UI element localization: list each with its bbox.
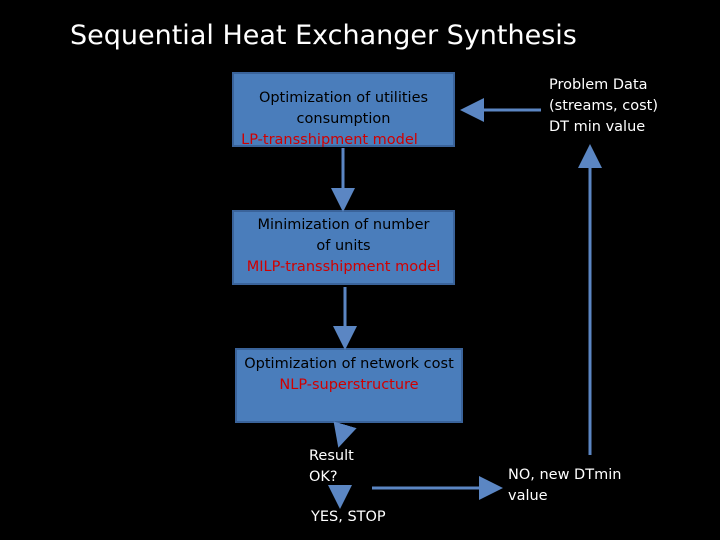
nlp-model-label: NLP-superstructure [279, 377, 419, 393]
utilities-optimization-box: Optimization of utilities consumption LP… [232, 72, 455, 148]
lp-model-label: LP-transshipment model [241, 132, 418, 148]
decision-text: Result OK? [309, 446, 354, 488]
problem-line2: (streams, cost) [549, 98, 658, 114]
utilities-line2: consumption [296, 111, 391, 127]
units-minimization-box: Minimization of number of units MILP-tra… [232, 210, 455, 285]
problem-line3: DT min value [549, 119, 646, 135]
decision-line2: OK? [309, 469, 338, 485]
units-line2: of units [316, 238, 371, 254]
network-cost-box: Optimization of network cost NLP-superst… [235, 348, 463, 423]
problem-data-text: Problem Data (streams, cost) DT min valu… [549, 75, 658, 138]
milp-model-label: MILP-transshipment model [246, 259, 441, 275]
no-label: NO, new DTmin value [508, 465, 621, 507]
no-line2: value [508, 488, 548, 504]
arrow-box3-to-decision [333, 421, 357, 448]
utilities-line1: Optimization of utilities [258, 90, 429, 106]
slide-title: Sequential Heat Exchanger Synthesis [70, 20, 577, 51]
yes-stop-label: YES, STOP [311, 509, 386, 525]
network-line1: Optimization of network cost [244, 356, 454, 372]
no-line1: NO, new DTmin [508, 467, 622, 483]
decision-line1: Result [309, 448, 354, 464]
units-line1: Minimization of number [257, 217, 430, 233]
problem-line1: Problem Data [549, 77, 648, 93]
